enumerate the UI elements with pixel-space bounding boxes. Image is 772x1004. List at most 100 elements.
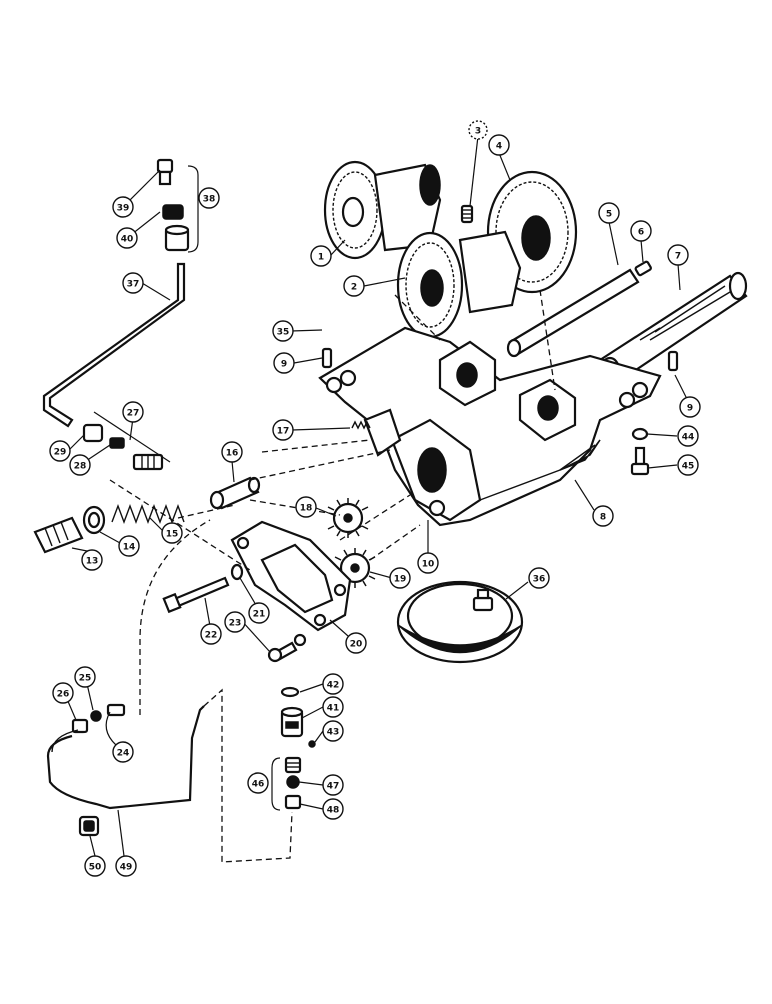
- bracket-27: [93, 411, 171, 463]
- svg-text:22: 22: [205, 631, 218, 641]
- svg-text:21: 21: [253, 610, 266, 620]
- callout-18: 18: [295, 496, 317, 518]
- gear-2: [396, 230, 522, 339]
- o-ring-42: [280, 686, 300, 698]
- pump-gear-18: [327, 498, 369, 538]
- callout-16: 16: [221, 441, 243, 463]
- callout-2: 2: [343, 275, 365, 297]
- svg-text:45: 45: [682, 462, 695, 472]
- bolt-22: [162, 576, 230, 614]
- pump-cover-20: [230, 520, 352, 632]
- callout-45: 45: [677, 454, 699, 476]
- valve-body-41: [280, 706, 304, 738]
- washer-47: [286, 775, 300, 789]
- callout-43: 43: [322, 720, 344, 742]
- svg-text:5: 5: [606, 210, 612, 220]
- alignment-lines: [109, 289, 556, 863]
- callout-13: 13: [81, 549, 103, 571]
- callout-36: 36: [528, 567, 550, 589]
- callout-41: 41: [322, 696, 344, 718]
- callout-44: 44: [677, 425, 699, 447]
- callout-47: 47: [322, 774, 344, 796]
- dowel-pin-9-right: [667, 350, 679, 372]
- callout-38: 38: [198, 187, 220, 209]
- svg-text:16: 16: [226, 449, 239, 459]
- gear-1: [323, 160, 442, 260]
- callout-42: 42: [322, 673, 344, 695]
- callout-5: 5: [598, 202, 620, 224]
- connector-24: [106, 703, 126, 717]
- callout-6: 6: [630, 220, 652, 242]
- bracket-46: [271, 757, 281, 811]
- svg-text:46: 46: [252, 780, 265, 790]
- callout-8: 8: [592, 505, 614, 527]
- svg-text:9: 9: [687, 404, 693, 414]
- callout-10: 10: [417, 552, 439, 574]
- callout-28: 28: [69, 454, 91, 476]
- callout-17: 17: [272, 419, 294, 441]
- dowel-pin-9-left: [321, 347, 333, 369]
- sleeve-28: [109, 437, 125, 449]
- callout-15: 15: [161, 522, 183, 544]
- svg-text:18: 18: [300, 504, 313, 514]
- svg-text:48: 48: [327, 806, 340, 816]
- callout-50: 50: [84, 855, 106, 877]
- svg-text:41: 41: [327, 704, 340, 714]
- callout-23: 23: [224, 611, 246, 633]
- svg-text:44: 44: [682, 433, 695, 443]
- svg-text:6: 6: [638, 228, 644, 238]
- callout-4: 4: [488, 134, 510, 156]
- callout-29: 29: [49, 440, 71, 462]
- svg-text:14: 14: [123, 543, 136, 553]
- bolt-23: [267, 641, 298, 663]
- washer-21b: [293, 633, 307, 647]
- callout-27: 27: [122, 401, 144, 423]
- nut-40: [162, 204, 184, 220]
- svg-text:29: 29: [54, 448, 67, 458]
- svg-text:7: 7: [675, 252, 681, 262]
- svg-text:20: 20: [350, 640, 363, 650]
- svg-text:9: 9: [281, 360, 287, 370]
- callout-37: 37: [122, 272, 144, 294]
- callout-22: 22: [200, 623, 222, 645]
- callout-39: 39: [112, 196, 134, 218]
- relief-valve-16: [209, 476, 261, 510]
- plug-48: [284, 794, 302, 810]
- callout-1: 1: [310, 245, 332, 267]
- shaft-5: [506, 268, 640, 358]
- svg-text:35: 35: [277, 328, 290, 338]
- svg-text:3: 3: [475, 127, 481, 137]
- svg-text:17: 17: [277, 427, 290, 437]
- callout-21: 21: [248, 602, 270, 624]
- callout-14: 14: [118, 535, 140, 557]
- callout-20: 20: [345, 632, 367, 654]
- oil-tube-37: [42, 262, 186, 428]
- clip-50: [78, 815, 100, 837]
- svg-text:38: 38: [203, 195, 216, 205]
- washer-14: [82, 505, 106, 535]
- callout-26: 26: [52, 682, 74, 704]
- callout-25: 25: [74, 666, 96, 688]
- sleeve-25: [90, 710, 102, 722]
- svg-text:10: 10: [422, 560, 435, 570]
- washer-44: [631, 427, 649, 441]
- svg-text:49: 49: [120, 863, 133, 873]
- svg-text:43: 43: [327, 728, 340, 738]
- svg-text:8: 8: [600, 513, 606, 523]
- svg-text:2: 2: [351, 283, 357, 293]
- callout-7: 7: [667, 244, 689, 266]
- svg-text:50: 50: [89, 863, 102, 873]
- callout-3: 3: [468, 120, 488, 140]
- callout-40: 40: [116, 227, 138, 249]
- callout-35: 35: [272, 320, 294, 342]
- pin-6: [634, 260, 652, 277]
- spring-17: [351, 420, 371, 430]
- svg-text:42: 42: [327, 681, 340, 691]
- bolt-45: [630, 446, 650, 476]
- callout-24: 24: [112, 741, 134, 763]
- pump-housing-8: [318, 326, 662, 527]
- washer-21: [230, 563, 244, 581]
- svg-text:26: 26: [57, 690, 70, 700]
- ball-43: [308, 740, 316, 748]
- svg-text:36: 36: [533, 575, 546, 585]
